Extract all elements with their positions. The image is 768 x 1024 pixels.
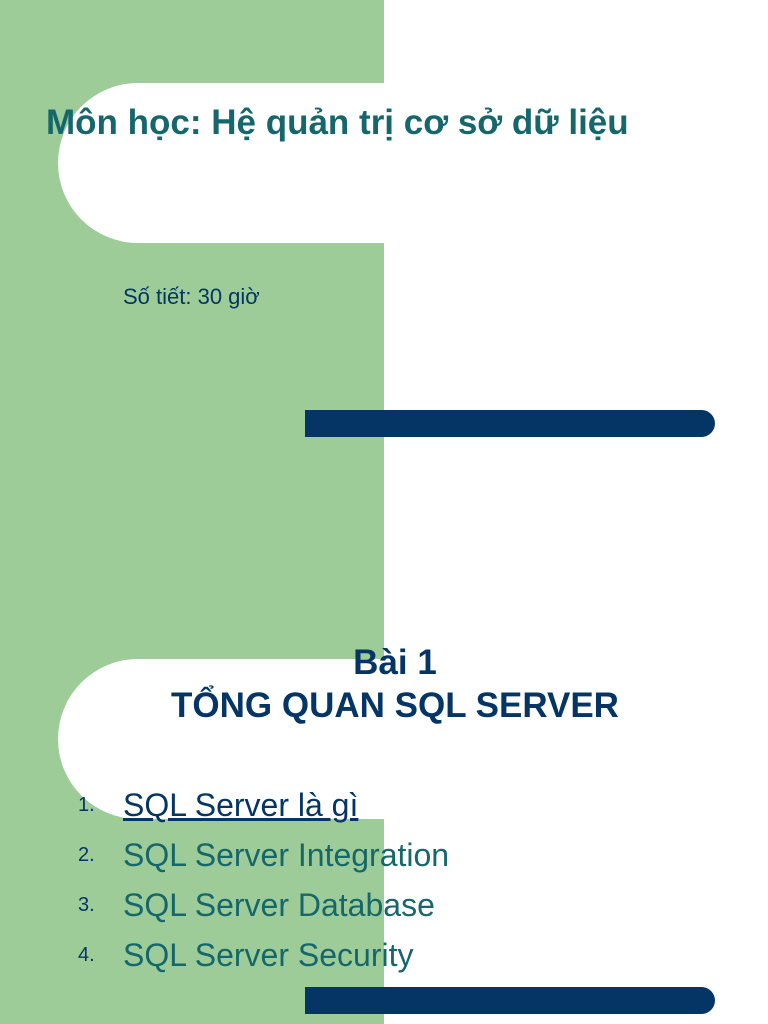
list-item: 3. SQL Server Database <box>78 880 449 930</box>
topic-number: 4. <box>78 943 95 966</box>
lesson-title: TỔNG QUAN SQL SERVER <box>171 686 619 725</box>
topic-number: 2. <box>78 843 95 866</box>
list-item: 2. SQL Server Integration <box>78 830 449 880</box>
course-hours: Số tiết: 30 giờ <box>123 284 260 309</box>
divider-bar-bottom <box>305 987 715 1014</box>
lesson-number: Bài 1 <box>353 643 437 682</box>
lesson-pill-shape <box>58 659 388 819</box>
topic-number: 3. <box>78 893 95 916</box>
divider-bar-top <box>305 410 715 437</box>
list-item: 4. SQL Server Security <box>78 930 449 980</box>
course-title: Môn học: Hệ quản trị cơ sở dữ liệu <box>46 103 629 142</box>
topic-list: 1. SQL Server là gì 2. SQL Server Integr… <box>78 780 449 980</box>
topic-label: SQL Server Database <box>123 886 435 923</box>
list-item: 1. SQL Server là gì <box>78 780 449 830</box>
title-pill-shape <box>58 83 388 243</box>
topic-number: 1. <box>78 793 95 816</box>
topic-label: SQL Server Integration <box>123 836 450 873</box>
topic-link-sql-server-intro[interactable]: SQL Server là gì <box>123 786 359 823</box>
lesson-heading: Bài 1 TỔNG QUAN SQL SERVER <box>0 641 768 727</box>
topic-label: SQL Server Security <box>123 936 414 973</box>
